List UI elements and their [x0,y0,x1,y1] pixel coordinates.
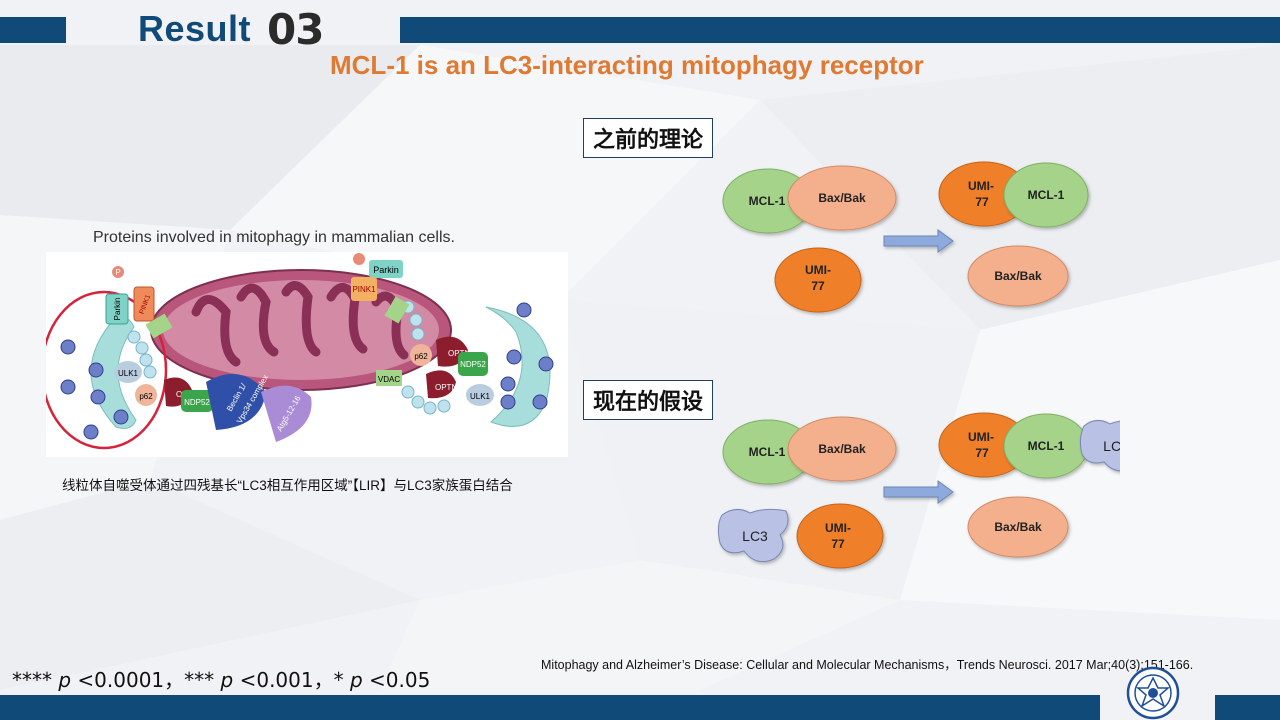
previous-theory-label: 之前的理论 [583,118,714,158]
result-number: 03 [267,5,324,54]
current-hypothesis-label: 现在的假设 [583,380,714,420]
svg-text:UMI-: UMI- [805,263,831,277]
svg-text:LC3: LC3 [742,528,768,544]
svg-text:MCL-1: MCL-1 [749,194,786,208]
baxbak-node [787,165,897,231]
umi77-node [796,503,884,569]
svg-text:P: P [115,268,120,277]
svg-text:ULK1: ULK1 [118,369,139,378]
svg-text:PINK1: PINK1 [352,285,376,294]
svg-text:Parkin: Parkin [373,265,399,275]
interaction-diagram: .lbl { font-family:"Liberation Sans", sa… [717,161,1120,569]
svg-text:77: 77 [975,446,989,460]
bottom-accent-bar-right [1215,695,1280,720]
university-seal-icon [1126,666,1180,720]
svg-text:VDAC: VDAC [378,375,400,384]
svg-text:Bax/Bak: Bax/Bak [994,269,1042,283]
baxbak-node [967,245,1069,307]
slide-subtitle: MCL-1 is an LC3-interacting mitophagy re… [330,50,924,80]
svg-text:UMI-: UMI- [968,430,994,444]
prev-before-group: MCL-1 Bax/Bak UMI- 77 [722,165,897,313]
svg-text:UMI-: UMI- [968,179,994,193]
curr-arrow [883,480,954,504]
svg-text:NDP52: NDP52 [460,360,486,369]
figure-caption-zh: 线粒体自噬受体通过四残基长“LC3相互作用区域”【LIR】与LC3家族蛋白结合 [62,478,513,493]
result-heading: Result [138,8,252,49]
svg-text:77: 77 [975,195,989,209]
svg-text:MCL-1: MCL-1 [749,445,786,459]
lc3-icon [1079,420,1120,472]
bottom-accent-bar-left [0,695,1100,720]
mcl1-node [1003,162,1089,228]
svg-text:Bax/Bak: Bax/Bak [818,191,866,205]
top-accent-bar-right [400,17,1280,43]
curr-before-group: MCL-1 Bax/Bak LC3 UMI- 77 [717,416,897,569]
prev-arrow [883,229,954,253]
svg-text:MCL-1: MCL-1 [1028,439,1065,453]
svg-text:UMI-: UMI- [825,521,851,535]
mitophagy-figure: Parkin PINK1 P Parkin PINK1 VDAC p62 p62… [40,252,568,457]
top-accent-bar-left [0,17,66,43]
mitochondrion-icon [150,269,452,391]
lc3-icon [717,508,789,563]
significance-legend: **** p <0.0001，*** p <0.001，* p <0.05 [12,668,431,692]
svg-text:Bax/Bak: Bax/Bak [994,520,1042,534]
svg-text:LC3: LC3 [1103,438,1120,454]
svg-text:p62: p62 [414,352,428,361]
reference-citation: Mitophagy and Alzheimer’s Disease: Cellu… [541,658,1194,672]
baxbak-node [787,416,897,482]
svg-text:ULK1: ULK1 [470,392,491,401]
svg-text:Parkin: Parkin [113,298,122,321]
svg-text:Bax/Bak: Bax/Bak [818,442,866,456]
umi77-node [774,247,862,313]
prev-after-group: UMI- 77 MCL-1 Bax/Bak [938,161,1089,307]
figure-caption-en: Proteins involved in mitophagy in mammal… [93,229,455,246]
curr-after-group: UMI- 77 MCL-1 LC3 Bax/Bak [938,412,1120,558]
svg-text:77: 77 [831,537,845,551]
svg-text:p62: p62 [139,392,153,401]
svg-text:NDP52: NDP52 [184,398,210,407]
svg-text:OPTN: OPTN [448,349,470,358]
svg-text:77: 77 [811,279,825,293]
baxbak-node [967,496,1069,558]
svg-text:MCL-1: MCL-1 [1028,188,1065,202]
svg-text:OPTN: OPTN [435,383,457,392]
